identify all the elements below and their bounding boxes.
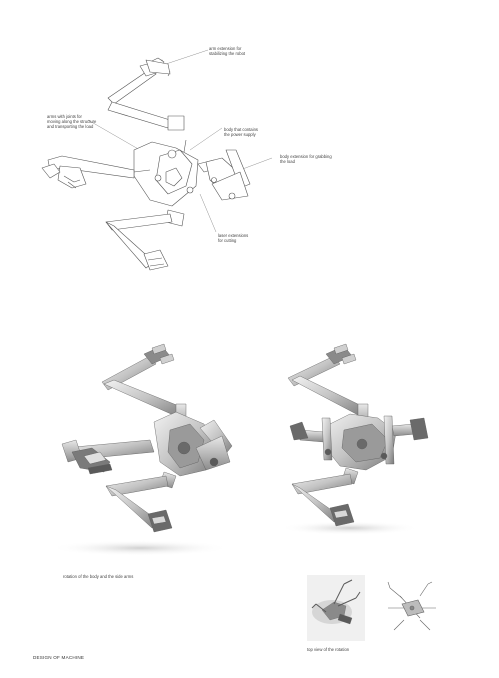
render-left — [50, 343, 233, 556]
label-body-power: body that contains the power supply — [224, 127, 258, 137]
caption-rotation: rotation of the body and the side arms — [63, 574, 134, 579]
thumb-render — [307, 575, 365, 641]
body-center — [133, 139, 199, 207]
exploded-diagram — [41, 49, 273, 271]
label-laser-extensions: laser extensions for cutting — [218, 233, 249, 243]
right-extension — [197, 149, 251, 201]
label-arms-with-joints: arms with joints for moving along the st… — [47, 114, 97, 129]
render-right — [280, 343, 429, 535]
label-arm-extension: arm extension for stabilizing the robot — [209, 46, 246, 56]
left-arm — [41, 155, 135, 189]
footer-title: DESIGN OF MACHINE — [33, 655, 85, 660]
caption-top-view: top view of the rotation — [307, 647, 350, 652]
label-body-extension: body extension for grabbing the load — [280, 154, 332, 164]
upper-arm — [107, 57, 185, 131]
thumb-topview — [387, 581, 436, 631]
lower-arm — [105, 209, 185, 271]
